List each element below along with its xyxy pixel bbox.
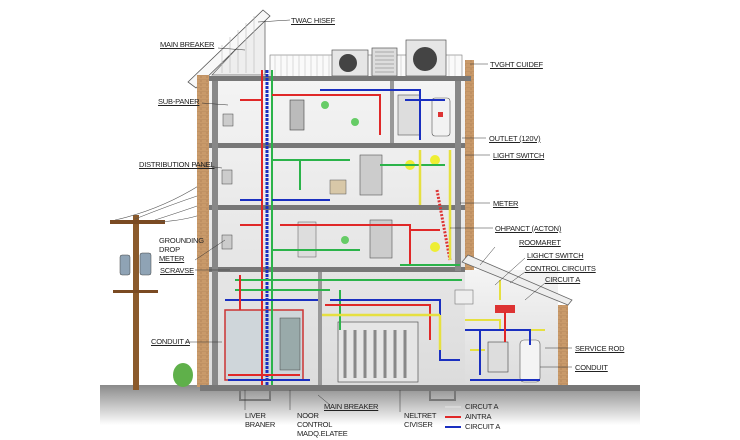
utility-pole <box>110 184 201 390</box>
label-line: NELTRET <box>404 411 437 420</box>
label-tvght-cuidef: TVGHT CUIDEF <box>490 60 543 69</box>
left-brick-wall <box>197 75 209 387</box>
light-fixture-icon <box>341 236 349 244</box>
ladder <box>435 189 452 261</box>
water-tank <box>519 339 541 383</box>
door <box>359 154 383 196</box>
label-lighct-switch: LIGHCT SWITCH <box>527 251 584 260</box>
bush <box>173 363 193 387</box>
light-fixture-icon <box>430 242 440 252</box>
label-outlet: OUTLET (120V) <box>489 134 541 143</box>
legend-item-aintra: AINTRA <box>465 412 492 421</box>
label-conduit: CONDUIT <box>575 363 608 372</box>
leader-lines <box>185 19 572 412</box>
label-grounding: GROUNDING <box>159 236 204 245</box>
wiring <box>225 70 545 385</box>
label-conduit-a: CONDUIT A <box>151 337 190 346</box>
right-brick-wall <box>465 60 474 270</box>
label-ohpanct: OHPANCT (ACTON) <box>495 224 562 233</box>
label-line: CIVISER <box>404 420 433 429</box>
legend-item-circut-a: CIRCUT A <box>465 402 499 411</box>
label-distribution-panel: DISTRIBUTION PANEL <box>139 160 215 169</box>
label-meter-left: METER <box>159 254 185 263</box>
label-service-rod: SERVICE ROD <box>575 344 625 353</box>
label-liver-braner: LIVER BRANER <box>245 411 275 429</box>
light-fixture-icon <box>351 118 359 126</box>
transformer-icon <box>139 252 152 276</box>
meter-box <box>487 341 509 373</box>
label-line: NOOR <box>297 411 319 420</box>
label-line: MADQ.ELATEE <box>297 429 348 438</box>
rooftop <box>269 39 463 78</box>
ground <box>100 385 640 425</box>
label-neltret-civiser: NELTRET CIVISER <box>404 411 436 429</box>
label-line: LIVER <box>245 411 266 420</box>
label-drop: DROP <box>159 245 180 254</box>
light-fixture-icon <box>321 101 329 109</box>
label-scravse: SCRAVSE <box>160 266 194 275</box>
label-circuit-a: CIRCUIT A <box>545 275 581 284</box>
legend-item-circuit-a: CIRCUIT A <box>465 422 501 431</box>
label-meter-right: METER <box>493 199 519 208</box>
label-line: CONTROL <box>297 420 333 429</box>
panel-box <box>289 99 305 131</box>
transformer-icon <box>119 254 131 276</box>
ac-unit <box>371 47 398 77</box>
light-fixture-icon <box>430 155 440 165</box>
label-sub-panel: SUB-PANER <box>158 97 200 106</box>
label-noor-control: NOOR CONTROL MADQ.ELATEE <box>297 411 348 438</box>
door <box>369 219 393 259</box>
label-main-breaker-bottom: MAIN BREAKER <box>324 402 379 411</box>
label-main-breaker: MAIN BREAKER <box>160 40 215 49</box>
label-twac-hisef: TWAC HISEF <box>291 16 335 25</box>
legend-swatches <box>445 406 461 428</box>
label-line: BRANER <box>245 420 276 429</box>
devices <box>221 94 541 383</box>
annex-brick-wall <box>558 305 568 387</box>
label-control-circuits: CONTROL CIRCUITS <box>525 264 596 273</box>
label-roomaret: ROOMARET <box>519 238 561 247</box>
label-light-switch: LIGHT SWITCH <box>493 151 545 160</box>
